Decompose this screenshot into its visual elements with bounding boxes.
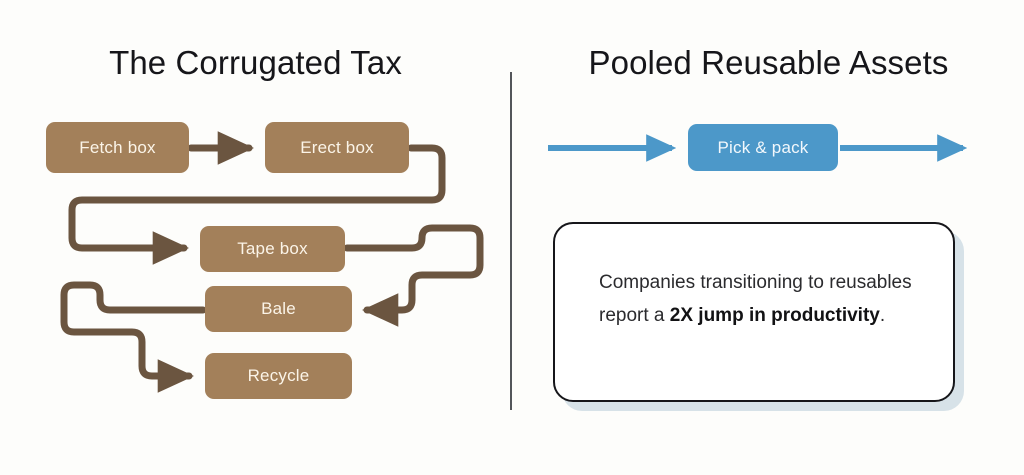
process-box-recycle[interactable]: Recycle: [205, 353, 352, 399]
process-box-pick-and-pack[interactable]: Pick & pack: [688, 124, 838, 171]
callout-card: Companies transitioning to reusables rep…: [553, 222, 955, 402]
wire-tape-to-bale: [343, 224, 484, 327]
process-box-fetch-box[interactable]: Fetch box: [46, 122, 189, 173]
callout-text-after: .: [879, 305, 886, 326]
callout-text-bold: 2X jump in productivity: [669, 305, 880, 326]
process-box-bale[interactable]: Bale: [205, 286, 352, 332]
process-box-erect-box[interactable]: Erect box: [265, 122, 409, 173]
callout-card-text: Companies transitioning to reusables rep…: [599, 266, 919, 332]
right-panel-title: Pooled Reusable Assets: [588, 44, 949, 81]
left-panel-title: The Corrugated Tax: [109, 44, 402, 81]
wire-bale-to-recycle: [60, 281, 207, 393]
process-box-tape-box[interactable]: Tape box: [200, 226, 345, 272]
callout-text-before: Companies transitioning to reusables rep…: [599, 272, 912, 326]
panel-divider: [510, 72, 512, 410]
